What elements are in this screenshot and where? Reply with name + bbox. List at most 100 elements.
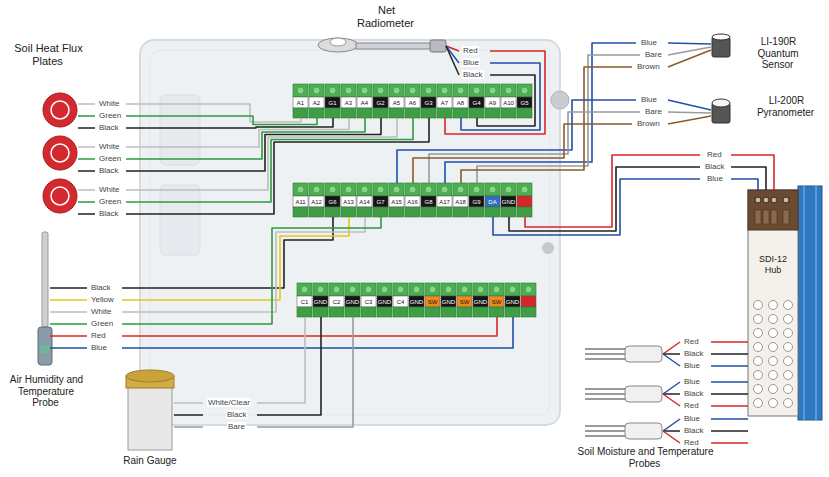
soil-moisture-probe: [625, 346, 662, 362]
screw-head: [493, 286, 500, 293]
sensor-name: Soil Heat Flux Plates: [13, 42, 82, 67]
pin-name: C2: [333, 299, 341, 305]
soil-moisture-probe: [585, 346, 662, 439]
pin-name: GND: [314, 299, 327, 305]
sensor-name: LI-190R Quantum Sensor: [746, 36, 810, 71]
wire: [122, 217, 365, 312]
wire-color-label: Green: [90, 319, 114, 328]
pin-name: A16: [407, 199, 418, 205]
screw-head: [409, 186, 416, 193]
screw-head: [409, 87, 416, 94]
terminal-label: G4: [469, 98, 484, 108]
leader-wire: [78, 189, 95, 191]
pin-name: GND: [442, 299, 455, 305]
hub-port: [769, 385, 778, 394]
terminal-screw: [293, 183, 308, 196]
leader-wire: [663, 393, 680, 395]
pin-name: A8: [457, 100, 464, 106]
air-humidity-probe: [38, 327, 52, 365]
terminal-label: A15: [389, 197, 404, 207]
pin-name: A14: [359, 199, 370, 205]
terminal-screw: [405, 183, 420, 196]
pin-name: GND: [506, 299, 519, 305]
terminal-label-band: [485, 97, 500, 108]
leader-wire: [663, 430, 680, 432]
leader-wire: [668, 116, 711, 124]
screw-head: [457, 186, 464, 193]
wire-color-label: Black: [683, 389, 705, 398]
wire-color-label: Bare: [644, 107, 663, 116]
soil-heat-flux-plate: [51, 187, 69, 205]
terminal-body: [469, 108, 484, 118]
leader-wire: [78, 127, 95, 129]
terminal-body: [485, 108, 500, 118]
wire: [413, 124, 632, 183]
wire-color-label: Blue: [640, 38, 658, 47]
wire-color-label: Yellow: [90, 295, 115, 304]
hub-port: [769, 301, 778, 310]
terminal-label-band: [345, 296, 360, 307]
rain-gauge: [126, 370, 174, 382]
terminal-screw: [357, 183, 372, 196]
wire-color-label: White/Clear: [207, 398, 251, 407]
pin-name: SW: [460, 299, 470, 305]
terminal-screw: [489, 283, 504, 296]
terminal-label-band: [441, 296, 456, 307]
pin-name: A9: [489, 100, 496, 106]
terminal-body: [405, 207, 420, 217]
wire-color-label: Black: [462, 70, 484, 79]
terminal-body: [501, 207, 516, 217]
wire-color-label: Black: [98, 123, 120, 132]
wire-color-label: Bare: [644, 50, 663, 59]
wire-color-label: Black: [90, 283, 112, 292]
terminal-label-band: [437, 196, 452, 207]
wire: [126, 118, 397, 190]
terminal-label-band: [313, 296, 328, 307]
wire-color-label: White: [98, 99, 120, 108]
wire-color-label: Blue: [683, 361, 701, 370]
screw-head: [393, 87, 400, 94]
terminal-screw: [501, 183, 516, 196]
terminal-label-band: [453, 97, 468, 108]
sensor-name: Soil Moisture and Temperature Probes: [570, 446, 720, 469]
soil-heat-flux-plate: [43, 93, 77, 127]
logger-housing: [551, 91, 569, 109]
logger-housing: [542, 242, 554, 254]
screw-head: [473, 87, 480, 94]
quantum-sensor: [712, 34, 730, 57]
terminal-label-band: [425, 296, 440, 307]
wire: [477, 75, 535, 126]
wire: [711, 341, 748, 343]
wire-color-label: White: [90, 307, 112, 316]
sensor-name: Net Radiometer: [357, 4, 415, 29]
wire: [126, 118, 381, 171]
terminal-screw: [293, 84, 308, 97]
pin-name: GND: [410, 299, 423, 305]
pin-name: A1: [297, 100, 304, 106]
terminal-label: SW: [425, 297, 440, 307]
terminal-screw: [345, 283, 360, 296]
terminal-label-band: [421, 97, 436, 108]
pin-name: SW: [492, 299, 502, 305]
hub-port: [784, 357, 793, 366]
screw-head: [505, 186, 512, 193]
terminal-screw: [457, 283, 472, 296]
net-radiometer: [430, 40, 446, 52]
pin-name: G3: [424, 100, 432, 106]
terminal-body: [377, 307, 392, 317]
pin-name: C3: [365, 299, 373, 305]
wire-color-label: Black: [98, 166, 120, 175]
wire: [126, 118, 429, 214]
wire-color-label: Green: [98, 197, 122, 206]
terminal-body: [425, 307, 440, 317]
terminal-screw: [325, 84, 340, 97]
terminal-body: [437, 207, 452, 217]
hub-port: [784, 385, 793, 394]
terminal-label-band: [517, 196, 532, 207]
soil-heat-flux-plate: [43, 136, 77, 170]
hub-port: [769, 371, 778, 380]
wire-color-label: Blue: [683, 377, 701, 386]
terminal-screw: [505, 283, 520, 296]
wire: [731, 155, 774, 190]
wire-color-label: Black: [704, 162, 726, 171]
